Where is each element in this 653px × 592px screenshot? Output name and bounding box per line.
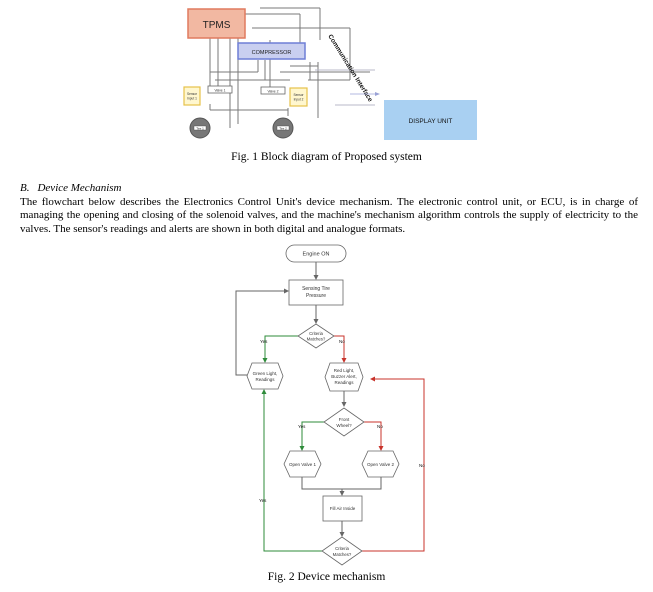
criteria-2-no-label: No — [419, 463, 425, 468]
tire-1-label: Tire 1 — [196, 126, 204, 130]
sensing-label-line2: Pressure — [306, 293, 326, 299]
open-valve-2-label: Open Valve 2 — [367, 462, 394, 467]
valve-1-label: Valve 1 — [214, 89, 225, 93]
open-valve-1-node — [283, 450, 322, 478]
open-valve-2-node — [361, 450, 400, 478]
tire-2-label: Tire 2 — [279, 126, 287, 130]
block-diagram: TPMS COMPRESSOR Valve 1 Valve 2 Sensor I… — [183, 7, 477, 140]
sensor-1-label-line1: Sensor — [187, 92, 198, 96]
device-mechanism-flowchart: Yes No Yes No Yes No Engine ON Sensing T… — [235, 244, 425, 566]
red-label-line2: Buzzer Alert, — [331, 374, 357, 379]
sensor-input-2-block — [289, 87, 308, 107]
sensing-tire-pressure-node — [288, 279, 344, 306]
red-label-line3: Readings — [334, 380, 354, 385]
front-wheel-yes-label: Yes — [298, 424, 306, 429]
front-wheel-line1: Front — [339, 417, 350, 422]
green-label-line2: Readings — [255, 377, 275, 382]
section-number: B. — [20, 182, 30, 194]
engine-on-label: Engine ON — [303, 252, 330, 258]
criteria-2-line2: Matches? — [333, 552, 352, 557]
tpms-label: TPMS — [203, 20, 231, 31]
red-label-line1: Red Light, — [334, 368, 355, 373]
valve-2-block — [260, 86, 286, 95]
sensor-1-label-line2: Input 1 — [187, 97, 197, 101]
section-heading: B. Device Mechanism — [20, 182, 121, 194]
sensing-label-line1: Sensing Tire — [302, 286, 330, 292]
display-unit-block — [384, 100, 477, 140]
criteria-1-yes-label: Yes — [260, 339, 268, 344]
compressor-block — [237, 42, 306, 60]
criteria-1-no-label: No — [339, 339, 345, 344]
fill-air-inside-node — [322, 495, 363, 522]
fill-air-label: Fill Air Inside — [330, 506, 356, 511]
criteria-matches-decision-1 — [297, 323, 335, 349]
criteria-1-line1: Criteria — [309, 331, 323, 336]
red-light-buzzer-node — [324, 362, 364, 392]
open-valve-1-label: Open Valve 1 — [289, 462, 316, 467]
green-light-readings-node — [246, 362, 284, 390]
valve-2-label: Valve 2 — [267, 90, 278, 94]
criteria-2-yes-label: Yes — [259, 498, 267, 503]
front-wheel-no-label: No — [377, 424, 383, 429]
valve-1-block — [207, 85, 233, 94]
green-label-line1: Green Light, — [253, 371, 278, 376]
sensor-2-label-line1: Sensor — [293, 93, 304, 97]
sensor-2-label-line2: Input 2 — [294, 98, 304, 102]
front-wheel-decision — [323, 407, 365, 437]
sensor-input-1-block — [183, 86, 201, 106]
front-wheel-line2: Wheel? — [336, 423, 352, 428]
criteria-2-line1: Criteria — [335, 546, 349, 551]
tpms-block — [187, 8, 246, 39]
section-body-paragraph: The flowchart below describes the Electr… — [20, 196, 638, 235]
section-title: Device Mechanism — [37, 182, 122, 194]
criteria-1-line2: Matches? — [307, 337, 326, 342]
figure-2-caption: Fig. 2 Device mechanism — [267, 571, 386, 583]
figure-1-caption: Fig. 1 Block diagram of Proposed system — [231, 151, 422, 163]
criteria-matches-decision-2 — [321, 536, 363, 566]
engine-on-node — [285, 244, 347, 263]
display-unit-label: DISPLAY UNIT — [409, 118, 453, 125]
compressor-label: COMPRESSOR — [252, 50, 292, 56]
